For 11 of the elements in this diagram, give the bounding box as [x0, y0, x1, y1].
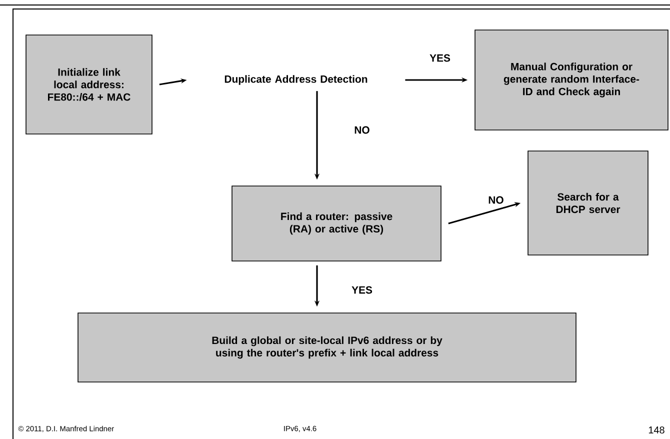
footer-text: 148	[648, 426, 664, 434]
step-text: Duplicate Address Detection	[224, 75, 368, 85]
edge-label: NO	[354, 126, 370, 134]
process-box: Search for a DHCP server	[528, 150, 648, 256]
process-box: Manual Configuration or generate random Interface-ID and Check again	[474, 30, 668, 130]
edge-label: YES	[430, 54, 450, 62]
process-box: Find a router: passive (RA) or active (RS)	[232, 186, 442, 262]
process-box: Initialize link local address: FE80::/64 + MAC	[26, 34, 152, 134]
process-box: Build a global or site-local IPv6 address or by using the router's prefix + link local address	[78, 312, 576, 382]
edge-label: NO	[488, 196, 504, 204]
edge-label: YES	[352, 286, 372, 294]
